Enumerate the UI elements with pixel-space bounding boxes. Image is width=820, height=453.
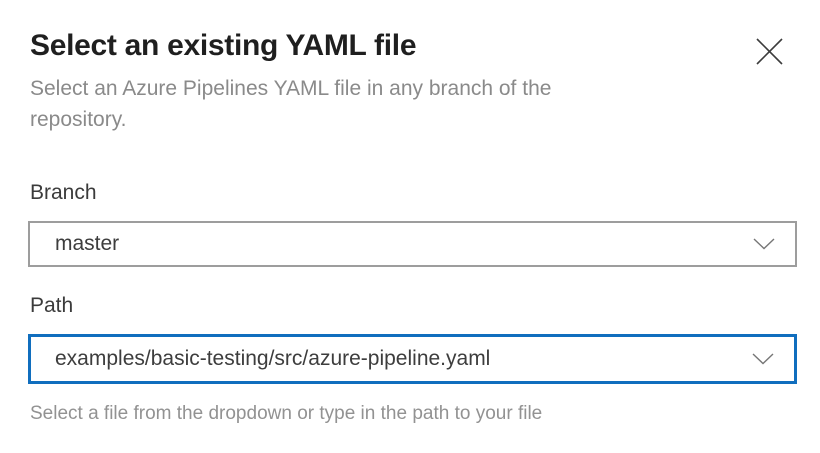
path-combobox[interactable]: examples/basic-testing/src/azure-pipelin… <box>28 334 797 384</box>
path-label: Path <box>30 294 74 317</box>
path-helper-text: Select a file from the dropdown or type … <box>30 403 543 424</box>
chevron-down-icon <box>753 238 775 250</box>
branch-dropdown-value: master <box>55 232 120 255</box>
path-field: Path examples/basic-testing/src/azure-pi… <box>28 294 797 425</box>
branch-dropdown[interactable]: master <box>28 221 797 267</box>
page-title: Select an existing YAML file <box>30 29 417 62</box>
chevron-down-icon <box>752 353 774 365</box>
close-icon <box>756 38 783 65</box>
branch-label: Branch <box>30 181 97 204</box>
dialog-header: Select an existing YAML file <box>28 0 797 67</box>
branch-field: Branch master <box>28 181 797 267</box>
close-button[interactable] <box>754 36 785 67</box>
dialog-subtitle: Select an Azure Pipelines YAML file in a… <box>30 77 552 131</box>
path-combobox-value: examples/basic-testing/src/azure-pipelin… <box>55 347 491 370</box>
